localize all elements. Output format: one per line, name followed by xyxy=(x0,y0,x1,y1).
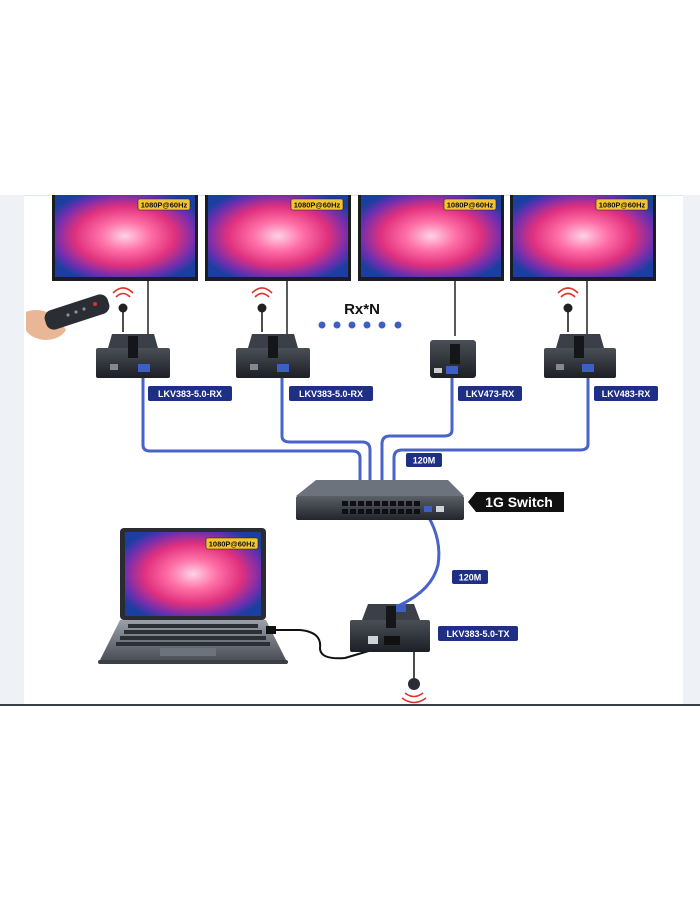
hdmi-cable xyxy=(272,629,373,660)
transmitter-label: LKV383-5.0-TX xyxy=(446,629,509,639)
receiver-2 xyxy=(236,334,310,378)
transmitter xyxy=(350,604,430,652)
cable-length-tag-top: 120M xyxy=(406,453,442,467)
switch-label: 1G Switch xyxy=(485,494,553,510)
monitor-2-badge: 1080P@60Hz xyxy=(294,201,341,210)
receiver-2-label: LKV383-5.0-RX xyxy=(299,389,363,399)
laptop: 1080P@60Hz xyxy=(98,528,288,664)
network-cables xyxy=(141,372,590,607)
ellipsis-dots xyxy=(318,321,402,329)
monitor-4-badge: 1080P@60Hz xyxy=(599,201,646,210)
monitor-1-badge: 1080P@60Hz xyxy=(141,201,188,210)
monitor-2: 1080P@60Hz xyxy=(205,195,351,281)
network-switch xyxy=(296,480,464,520)
video-cables xyxy=(147,280,588,336)
right-margin xyxy=(683,195,700,705)
ir-signal-icon xyxy=(251,287,273,332)
ir-signal-icon xyxy=(112,287,134,332)
receiver-2-tag: LKV383-5.0-RX xyxy=(289,386,373,401)
cable-rx4 xyxy=(392,372,590,486)
left-margin xyxy=(0,195,24,705)
cable-length-tag-bottom: 120M xyxy=(452,570,488,584)
receiver-4-tag: LKV483-RX xyxy=(594,386,658,401)
receiver-4-label: LKV483-RX xyxy=(602,389,651,399)
switch-tag: 1G Switch xyxy=(468,492,564,512)
ir-emitter-icon xyxy=(401,652,427,704)
hdmi-plug xyxy=(266,626,276,634)
receiver-count-label: Rx*N xyxy=(344,301,380,318)
remote-control-icon xyxy=(26,294,110,340)
receiver-4 xyxy=(544,334,616,378)
cable-switch-tx xyxy=(399,515,441,607)
cable-rx1 xyxy=(141,372,362,486)
cable-length-bottom: 120M xyxy=(459,573,482,583)
receiver-3-tag: LKV473-RX xyxy=(458,386,522,401)
receiver-1 xyxy=(96,334,170,378)
bottom-border xyxy=(0,704,700,706)
receiver-1-tag: LKV383-5.0-RX xyxy=(148,386,232,401)
receiver-3-label: LKV473-RX xyxy=(466,389,515,399)
receiver-1-label: LKV383-5.0-RX xyxy=(158,389,222,399)
cable-rx2 xyxy=(280,372,372,486)
monitor-3-badge: 1080P@60Hz xyxy=(447,201,494,210)
laptop-badge: 1080P@60Hz xyxy=(209,540,256,549)
ir-signal-icon xyxy=(557,287,579,332)
monitor-3: 1080P@60Hz xyxy=(358,195,504,281)
cable-length-top: 120M xyxy=(413,456,436,466)
cable-rx3 xyxy=(380,372,454,486)
transmitter-tag: LKV383-5.0-TX xyxy=(438,626,518,641)
monitor-1: 1080P@60Hz xyxy=(52,195,198,281)
monitor-4: 1080P@60Hz xyxy=(510,195,656,281)
receiver-3 xyxy=(430,340,476,378)
